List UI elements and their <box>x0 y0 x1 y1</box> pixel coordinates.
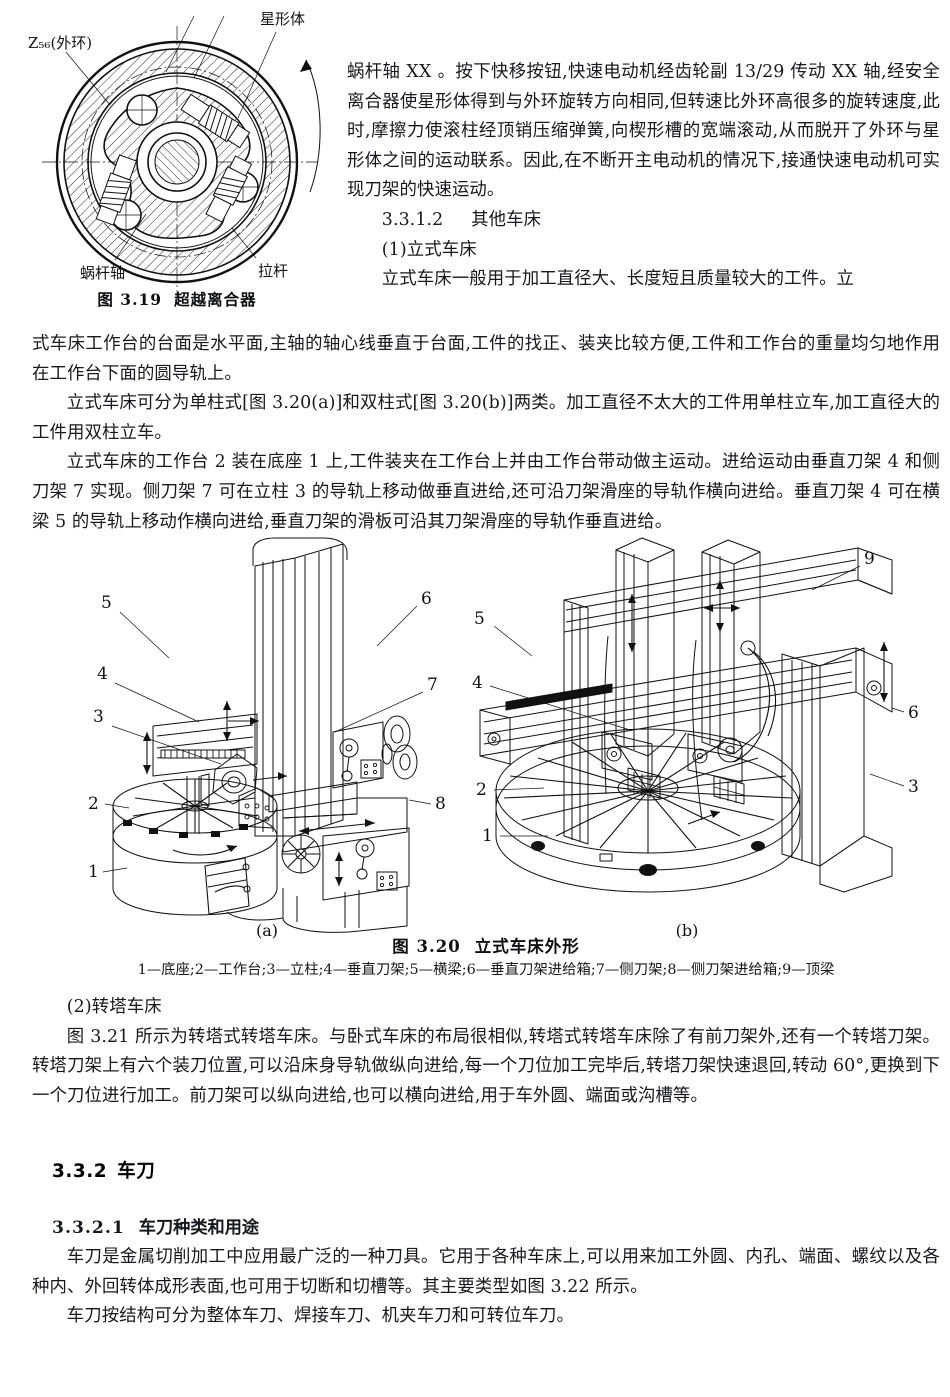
callout-b-5: 5 <box>474 609 485 629</box>
heading-3-3-2-1: 3.3.2.1 车刀种类和用途 <box>52 1213 259 1238</box>
callout-a-4: 4 <box>97 664 108 684</box>
paragraph-mid-1-head: 立式车床一般用于加工直径大、长度短且质量较大的工件。立 <box>381 269 855 290</box>
figure-3-19: Z₅₆(外环) 星形体 蜗杆轴 拉杆 <box>18 10 336 328</box>
callout-a-1: 1 <box>88 862 99 882</box>
paragraph-mid-3: 立式车床的工作台 2 装在底座 1 上,工件装夹在工作台上并由工作台带动做主运动… <box>32 452 940 532</box>
sub-heading-2: (2)转塔车床 <box>66 997 162 1017</box>
callout-b-6: 6 <box>908 703 919 723</box>
callout-b-9: 9 <box>864 549 875 569</box>
heading-3-3-1-2-number: 3.3.1.2 <box>381 209 444 230</box>
label-worm-shaft: 蜗杆轴 <box>80 264 125 282</box>
figure-3-20: 5 4 3 2 1 6 7 8 (a) <box>32 536 940 940</box>
heading-3-3-2-1-number: 3.3.2.1 <box>52 1218 125 1238</box>
callout-b-1: 1 <box>482 826 493 846</box>
flow-text-lower: (2)转塔车床 图 3.21 所示为转塔式转塔车床。与卧式车床的布局很相似,转塔… <box>32 993 940 1111</box>
callout-a-3: 3 <box>93 707 104 727</box>
callout-a-5: 5 <box>101 593 112 613</box>
flow-text-bottom: 车刀是金属切削加工中应用最广泛的一种刀具。它用于各种车床上,可以用来加工外圆、内… <box>32 1243 940 1332</box>
figure-3-20-b: 5 4 2 1 9 6 3 (b) <box>452 536 922 940</box>
sub-heading-1: (1)立式车床 <box>381 239 477 260</box>
figure-3-20-number: 图 3.20 <box>392 937 461 956</box>
heading-3-3-2-1-title: 车刀种类和用途 <box>138 1218 260 1238</box>
paragraph-mid-1-cont: 式车床工作台的台面是水平面,主轴的轴心线垂直于台面,工件的找正、装夹比较方便,工… <box>32 334 940 384</box>
figure-3-20-title: 立式车床外形 <box>474 937 580 956</box>
figure-3-20-sublabel-a: (a) <box>255 921 279 940</box>
heading-3-3-1-2-title: 其他车床 <box>471 209 542 230</box>
callout-a-7: 7 <box>427 675 438 695</box>
callout-b-3: 3 <box>908 777 919 797</box>
callout-b-2: 2 <box>476 780 487 800</box>
figure-3-20-caption: 图 3.20 立式车床外形 <box>32 933 940 957</box>
figure-3-19-number: 图 3.19 <box>97 290 163 309</box>
top-section: Z₅₆(外环) 星形体 蜗杆轴 拉杆 图 3.19 超越离合器 蜗杆轴 ⅩⅩ 。按… <box>0 0 950 330</box>
label-pull-rod: 拉杆 <box>258 262 288 280</box>
callout-b-4: 4 <box>472 673 483 693</box>
heading-3-3-2-number: 3.3.2 <box>52 1161 108 1182</box>
flow-text-upper: 式车床工作台的台面是水平面,主轴的轴心线垂直于台面,工件的找正、装夹比较方便,工… <box>32 330 940 537</box>
figure-3-20-sublabel-b: (b) <box>675 921 699 940</box>
label-star-body: 星形体 <box>260 10 305 28</box>
paragraph-top-1: 蜗杆轴 ⅩⅩ 。按下快移按钮,快速电动机经齿轮副 13/29 传动 ⅩⅩ 轴,经… <box>347 62 940 201</box>
top-right-text-column: 蜗杆轴 ⅩⅩ 。按下快移按钮,快速电动机经齿轮副 13/29 传动 ⅩⅩ 轴,经… <box>347 58 940 295</box>
heading-3-3-1-2: 3.3.1.2 其他车床 <box>347 206 940 236</box>
paragraph-bottom-2: 车刀按结构可分为整体车刀、焊接车刀、机夹车刀和可转位车刀。 <box>66 1306 575 1327</box>
heading-3-3-2: 3.3.2 车刀 <box>52 1157 155 1183</box>
label-outer-ring: Z₅₆(外环) <box>28 34 92 52</box>
figure-3-20-a: 5 4 3 2 1 6 7 8 (a) <box>87 536 447 940</box>
figure-3-19-title: 超越离合器 <box>174 290 257 309</box>
paragraph-bottom-1: 车刀是金属切削加工中应用最广泛的一种刀具。它用于各种车床上,可以用来加工外圆、内… <box>32 1247 940 1297</box>
callout-a-6: 6 <box>421 589 432 609</box>
paragraph-mid-2: 立式车床可分为单柱式[图 3.20(a)]和双柱式[图 3.20(b)]两类。加… <box>32 393 940 443</box>
heading-3-3-2-title: 车刀 <box>117 1161 156 1182</box>
callout-a-2: 2 <box>88 794 99 814</box>
figure-3-19-caption: 图 3.19 超越离合器 <box>18 288 336 310</box>
callout-a-8: 8 <box>435 794 446 814</box>
figure-3-20-legend: 1—底座;2—工作台;3—立柱;4—垂直刀架;5—横梁;6—垂直刀架进给箱;7—… <box>137 962 835 978</box>
paragraph-lower-1: 图 3.21 所示为转塔式转塔车床。与卧式车床的布局很相似,转塔式转塔车床除了有… <box>32 1026 940 1106</box>
